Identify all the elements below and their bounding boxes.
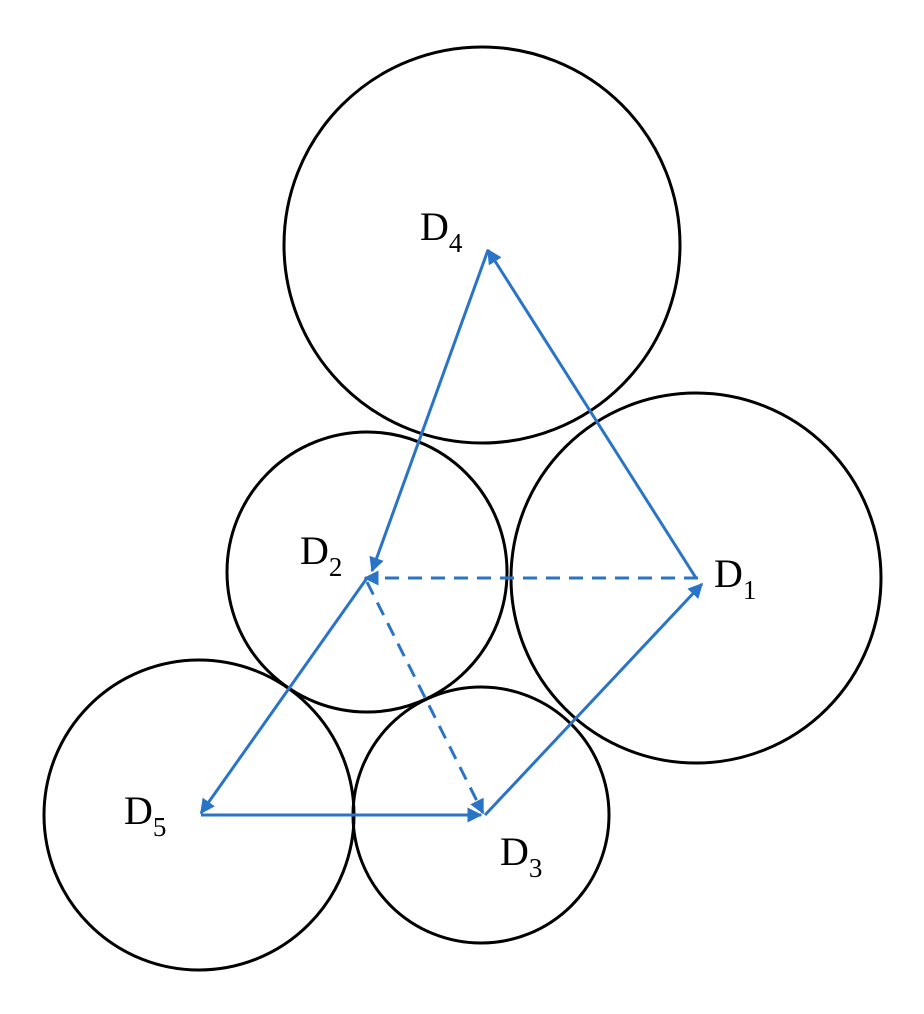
- node-labels: D4 D2 D1 D5 D3: [124, 204, 756, 883]
- label-d5: D5: [124, 788, 166, 842]
- label-d1: D1: [714, 551, 756, 605]
- circle-d4: [282, 45, 682, 445]
- connection-arrows: [199, 248, 704, 823]
- edge-d2-d3-dashed: [365, 581, 485, 815]
- circle-d2: [225, 430, 509, 714]
- label-d4: D4: [420, 204, 463, 258]
- coverage-circles: [42, 45, 883, 972]
- label-d2: D2: [300, 528, 342, 582]
- edge-d2-d5: [199, 577, 369, 815]
- edge-d3-d1: [483, 582, 704, 817]
- label-d3: D3: [500, 829, 542, 883]
- edge-d1-d4: [486, 248, 698, 579]
- edge-d4-d2: [369, 249, 490, 573]
